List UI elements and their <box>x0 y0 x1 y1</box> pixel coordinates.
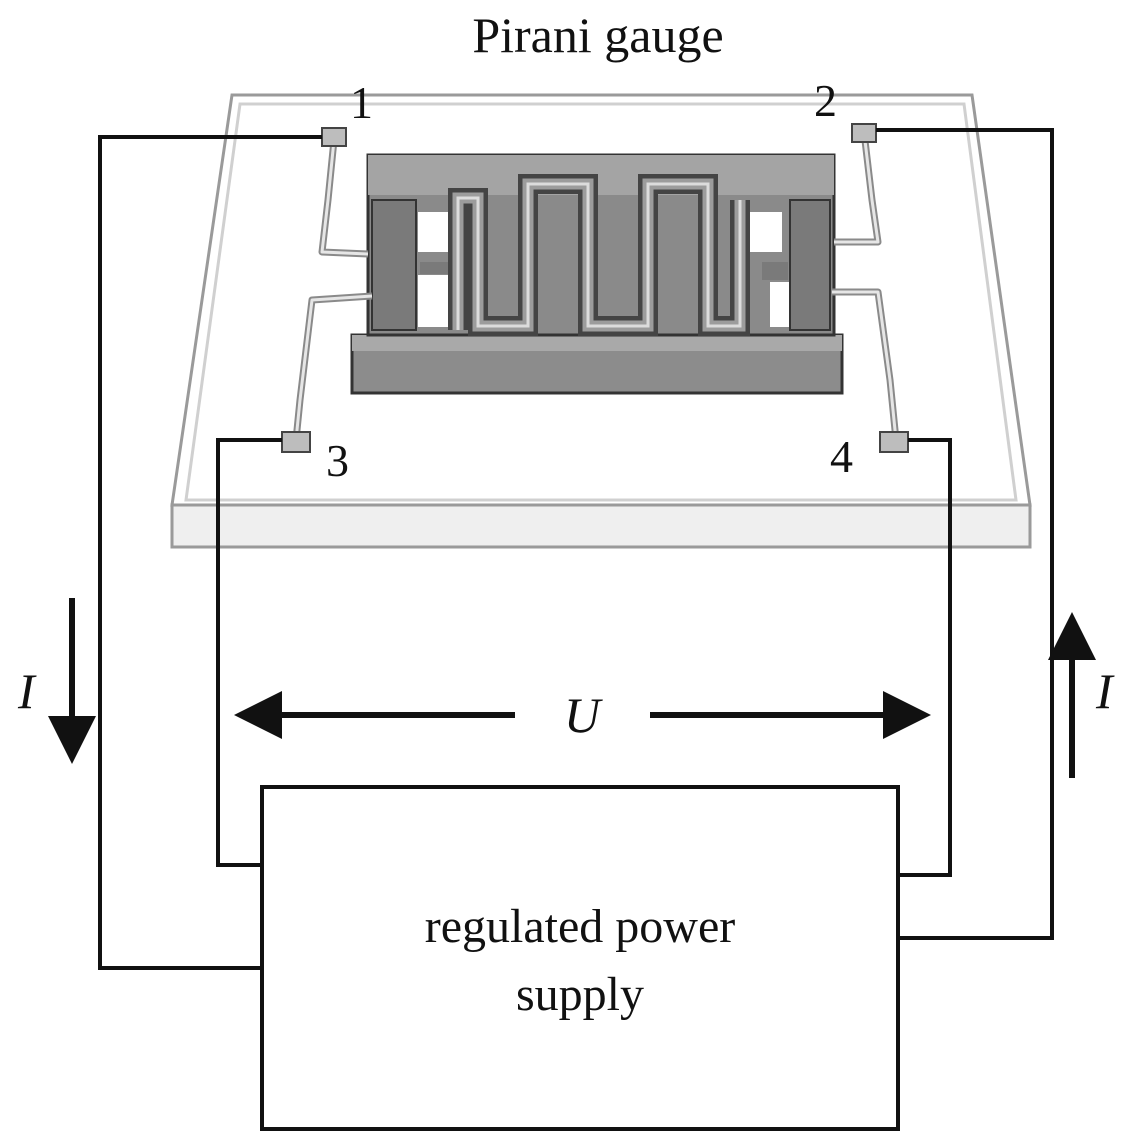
pad-2 <box>851 123 877 143</box>
voltage-label: U <box>564 687 603 743</box>
power-supply-label-line1: regulated power <box>425 900 736 953</box>
current-label-right: I <box>1095 663 1115 719</box>
pad-1 <box>321 127 347 147</box>
wire-pad-3 <box>216 438 282 867</box>
current-label-left: I <box>17 663 37 719</box>
pad-3 <box>281 431 311 453</box>
sensor-chip <box>350 153 844 395</box>
circuit-wires <box>98 128 1054 970</box>
power-supply-label-line2: supply <box>516 968 644 1021</box>
pin-label-4: 4 <box>830 431 853 482</box>
wire-pad-1 <box>98 135 322 970</box>
pin-label-2: 2 <box>814 75 837 126</box>
wire-pad-2 <box>876 128 1054 940</box>
power-supply-box <box>260 785 900 1131</box>
diagram-title: Pirani gauge <box>472 7 723 63</box>
metal-traces <box>292 131 900 441</box>
pin-label-3: 3 <box>326 435 349 486</box>
pad-4 <box>879 431 909 453</box>
wire-pad-4 <box>898 438 952 877</box>
pin-label-1: 1 <box>350 77 373 128</box>
contact-pads <box>281 123 909 453</box>
